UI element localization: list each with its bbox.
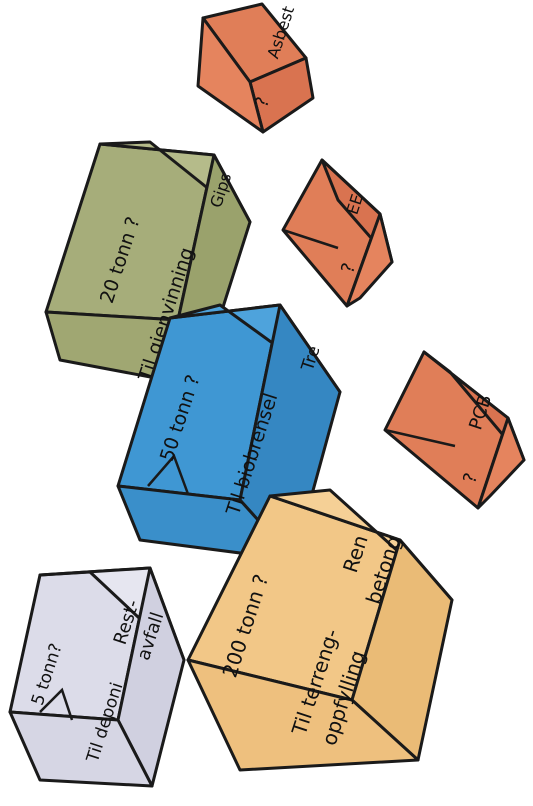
box-pcb: PCB ? (385, 352, 524, 508)
box-ee: EE ? (283, 160, 392, 306)
box-restavfall: Rest- avfall 5 tonn? Til deponi (10, 568, 184, 786)
box-asbest: Asbest ? (198, 4, 313, 132)
